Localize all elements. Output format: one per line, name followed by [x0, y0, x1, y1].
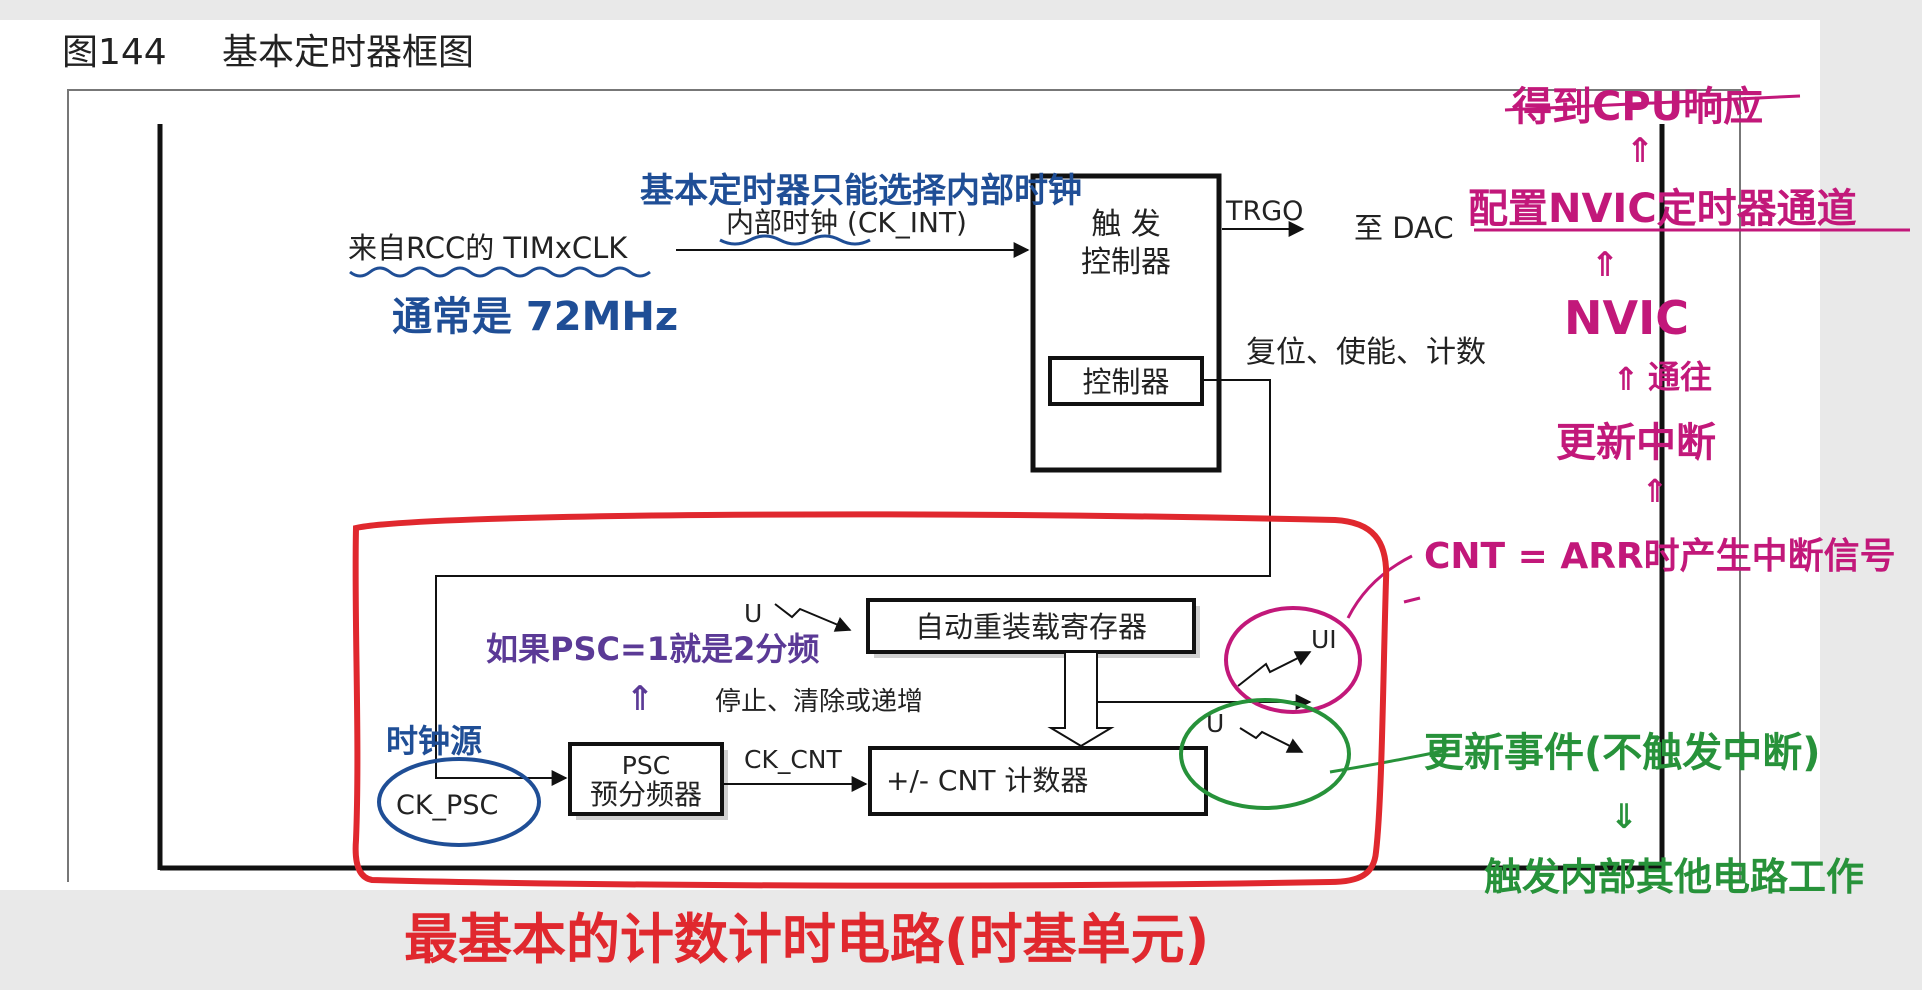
u-top-label: U: [744, 599, 762, 628]
to-dac-label: 至 DAC: [1354, 211, 1454, 245]
control-signal-path: [435, 379, 1271, 786]
trigger-controller-label-2: 控制器: [1081, 245, 1171, 280]
stop-clear-inc-label: 停止、清除或递增: [715, 687, 923, 717]
timxclk-label: 来自RCC的 TIMxCLK: [348, 231, 628, 265]
ui-callout-dash: [1403, 596, 1421, 604]
clock-source-note: 时钟源: [386, 722, 482, 760]
psc-note: 如果PSC=1就是2分频: [486, 630, 819, 668]
internal-clock-note: 基本定时器只能选择内部时钟: [640, 171, 1082, 211]
figure-frame: [67, 89, 1741, 882]
u-event-label: U: [1206, 709, 1224, 738]
psc-block: [568, 742, 724, 816]
figure-title: 基本定时器框图: [222, 32, 474, 73]
update-interrupt-note: 更新中断: [1556, 420, 1716, 466]
cpu-response-stroke: [1504, 94, 1801, 112]
ui-circle: [1224, 606, 1362, 714]
up-arrow-nvic: ⇑: [1591, 245, 1620, 285]
ck-psc-label: CK_PSC: [396, 790, 498, 821]
u-top-arrow: [774, 603, 852, 632]
trgo-label: TRGO: [1225, 196, 1303, 227]
u-event-circle: [1179, 698, 1351, 810]
cnt-block: [868, 746, 1208, 816]
update-event-note: 更新事件(不触发中断): [1424, 730, 1821, 776]
ui-callout-line: [1346, 554, 1413, 619]
up-arrow-update: ⇑: [1642, 472, 1669, 510]
up-arrow-psc: ⇑: [626, 679, 655, 719]
trigger-controller-block: [1030, 173, 1222, 473]
figure-number: 图144: [62, 32, 167, 73]
controller-label: 控制器: [1082, 365, 1169, 399]
trigger-controller-label-1: 触 发: [1091, 207, 1161, 242]
arr-to-cnt-arrow: [1047, 651, 1115, 748]
psc-label-2: 预分频器: [590, 778, 702, 811]
update-event-pointer: [1329, 748, 1449, 774]
trigger-internal-note: 触发内部其他电路工作: [1484, 855, 1864, 899]
reset-enable-count-label: 复位、使能、计数: [1246, 335, 1486, 370]
down-arrow-update: ⇓: [1610, 797, 1639, 837]
cnt-label: +/- CNT 计数器: [886, 764, 1088, 797]
ui-label: UI: [1311, 625, 1337, 654]
document-page: [0, 20, 1820, 890]
ck-psc-circle: [377, 757, 541, 847]
psc-label-1: PSC: [622, 751, 670, 780]
arr-label: 自动重装载寄存器: [915, 610, 1147, 644]
up-arrow-via: ⇑: [1613, 360, 1640, 398]
ui-arrow: [1237, 651, 1312, 687]
via-note: 通往: [1648, 358, 1712, 396]
cnt-eq-arr-note: CNT = ARR时产生中断信号: [1424, 536, 1896, 577]
time-base-note: 最基本的计数计时电路(时基单元): [404, 908, 1209, 971]
ck-int-underline: [719, 234, 871, 246]
ck-int-label: 内部时钟 (CK_INT): [726, 206, 967, 239]
timxclk-underline: [349, 266, 651, 278]
nvic-note: NVIC: [1564, 291, 1689, 345]
arr-block: [866, 598, 1196, 654]
up-arrow-cpu: ⇑: [1626, 131, 1655, 171]
u-event-arrow: [1239, 727, 1304, 753]
ck-cnt-label: CK_CNT: [744, 745, 843, 774]
time-base-region: [352, 511, 1390, 889]
clock-frequency-note: 通常是 72MHz: [392, 294, 678, 340]
nvic-channel-note: 配置NVIC定时器通道: [1468, 186, 1857, 232]
